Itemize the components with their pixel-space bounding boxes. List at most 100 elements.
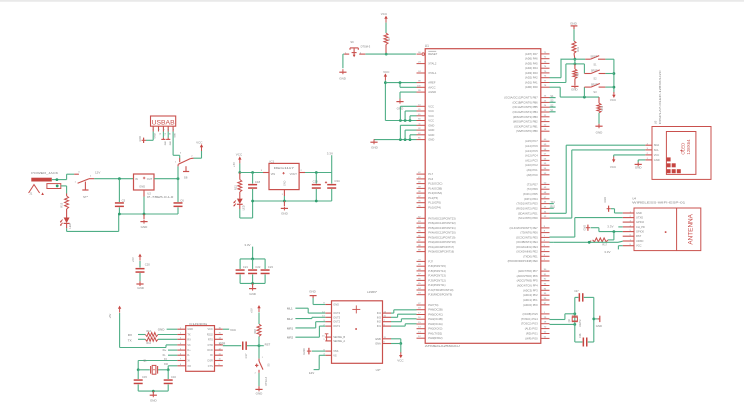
- svg-text:2: 2: [544, 259, 546, 261]
- svg-text:VCC: VCC: [383, 70, 390, 74]
- svg-text:84: 84: [418, 226, 421, 228]
- svg-text:RX: RX: [128, 333, 132, 337]
- svg-text:R12: R12: [233, 185, 237, 190]
- svg-text:(SS/PCINT0) PB0: (SS/PCINT0) PB0: [516, 129, 538, 133]
- svg-text:2: 2: [255, 372, 257, 374]
- svg-text:98: 98: [418, 81, 421, 83]
- svg-text:SDA: SDA: [654, 143, 660, 147]
- svg-text:100: 100: [417, 85, 421, 87]
- svg-text:5: 5: [630, 230, 632, 232]
- svg-text:6: 6: [630, 235, 632, 237]
- svg-text:L298N*: L298N*: [367, 290, 378, 294]
- svg-text:GND: GND: [168, 141, 170, 146]
- svg-text:12: 12: [418, 336, 421, 338]
- svg-text:C27: C27: [574, 290, 579, 293]
- svg-text:53: 53: [544, 173, 547, 175]
- svg-text:R13: R13: [147, 330, 152, 333]
- svg-text:+5V: +5V: [250, 308, 254, 313]
- svg-text:UTXD: UTXD: [636, 216, 643, 220]
- svg-text:38: 38: [418, 191, 421, 193]
- svg-text:61: 61: [418, 114, 421, 116]
- svg-text:S4: S4: [550, 95, 554, 98]
- svg-text:RX: RX: [187, 338, 191, 341]
- svg-text:(ADC3) PF3: (ADC3) PF3: [523, 288, 538, 292]
- svg-text:95: 95: [544, 293, 547, 295]
- svg-text:POWER_JACK: POWER_JACK: [31, 171, 58, 175]
- svg-text:58: 58: [544, 149, 547, 151]
- svg-text:68: 68: [418, 269, 421, 271]
- svg-text:C34: C34: [334, 179, 340, 183]
- svg-text:10: 10: [219, 359, 222, 361]
- svg-text:PL5(OC5C): PL5(OC5C): [428, 182, 442, 186]
- svg-text:3.3V: 3.3V: [244, 243, 250, 247]
- svg-text:15: 15: [219, 333, 222, 335]
- svg-text:18: 18: [418, 308, 421, 310]
- svg-text:PL6: PL6: [428, 177, 433, 181]
- svg-text:GND: GND: [428, 123, 434, 127]
- svg-text:11: 11: [219, 353, 222, 355]
- svg-text:VCC: VCC: [230, 328, 236, 332]
- svg-text:64: 64: [418, 288, 421, 290]
- svg-text:GND: GND: [596, 324, 602, 328]
- svg-text:2: 2: [157, 129, 159, 130]
- svg-text:(TOSC1) PG4: (TOSC1) PG4: [521, 317, 538, 321]
- svg-text:2: 2: [647, 153, 649, 155]
- svg-text:10: 10: [384, 316, 387, 318]
- svg-text:IN4: IN4: [377, 311, 382, 315]
- svg-text:32: 32: [418, 128, 421, 130]
- svg-text:S9: S9: [350, 40, 354, 44]
- svg-text:D-: D-: [187, 354, 190, 357]
- svg-text:12V: 12V: [95, 171, 100, 175]
- svg-text:(AD0) PA0: (AD0) PA0: [525, 85, 538, 89]
- svg-text:(MISO/PCINT3) PB3: (MISO/PCINT3) PB3: [513, 115, 538, 119]
- svg-text:3: 3: [261, 170, 263, 172]
- svg-text:VCC: VCC: [428, 104, 434, 108]
- svg-text:DTR: DTR: [208, 344, 213, 347]
- svg-text:9: 9: [323, 349, 325, 351]
- svg-text:C20: C20: [145, 262, 151, 266]
- svg-text:AREF: AREF: [428, 81, 436, 85]
- svg-text:GND: GND: [635, 165, 643, 169]
- svg-text:PH6(OC2B): PH6(OC2B): [428, 308, 442, 312]
- svg-text:6: 6: [180, 353, 182, 355]
- svg-text:13: 13: [322, 316, 325, 318]
- svg-text:XO: XO: [187, 365, 191, 368]
- svg-text:28: 28: [544, 322, 547, 324]
- svg-text:GND: GND: [333, 303, 339, 307]
- svg-text:C6: C6: [180, 199, 184, 203]
- svg-text:WIRELESS-WIFI-ESP-01: WIRELESS-WIFI-ESP-01: [632, 200, 686, 204]
- svg-text:ANTENNA: ANTENNA: [688, 213, 695, 244]
- svg-text:1: 1: [152, 129, 154, 130]
- svg-text:21: 21: [544, 120, 547, 122]
- svg-text:(OC3C/INT5) PE5: (OC3C/INT5) PE5: [516, 235, 538, 239]
- svg-text:GND: GND: [596, 131, 604, 135]
- svg-text:SPST: SPST: [590, 54, 597, 58]
- svg-text:C22: C22: [255, 265, 260, 269]
- svg-text:8: 8: [180, 364, 182, 366]
- svg-text:PK5(ADC13/PCINT21): PK5(ADC13/PCINT21): [428, 226, 455, 230]
- svg-text:PH5(OC4C): PH5(OC4C): [428, 313, 443, 317]
- svg-text:D-: D-: [163, 353, 166, 357]
- svg-text:PL1(ICP5): PL1(ICP5): [428, 201, 441, 205]
- svg-text:35: 35: [418, 205, 421, 207]
- svg-text:42: 42: [418, 172, 421, 174]
- svg-text:VCC: VCC: [610, 98, 617, 102]
- svg-text:GND: GND: [164, 141, 166, 146]
- svg-text:41: 41: [418, 177, 421, 179]
- svg-text:GND: GND: [603, 197, 607, 203]
- svg-text:(OC2A/PCINT4) PB4: (OC2A/PCINT4) PB4: [512, 110, 538, 114]
- svg-text:2: 2: [180, 333, 182, 335]
- svg-text:23: 23: [544, 110, 547, 112]
- svg-text:OUT3: OUT3: [333, 315, 340, 319]
- svg-text:128X64: 128X64: [686, 139, 691, 155]
- svg-text:PJ5(PCINT14): PJ5(PCINT14): [428, 269, 446, 273]
- svg-text:59: 59: [544, 144, 547, 146]
- svg-text:J1: J1: [29, 191, 32, 195]
- svg-text:OLED: OLED: [681, 143, 686, 155]
- svg-text:45: 45: [544, 206, 547, 208]
- svg-text:(MOSI/PCINT2) PB2: (MOSI/PCINT2) PB2: [513, 120, 538, 124]
- svg-text:GND: GND: [428, 138, 434, 142]
- svg-text:11: 11: [418, 123, 421, 125]
- svg-text:S3: S3: [593, 90, 597, 94]
- svg-text:VS: VS: [333, 353, 337, 357]
